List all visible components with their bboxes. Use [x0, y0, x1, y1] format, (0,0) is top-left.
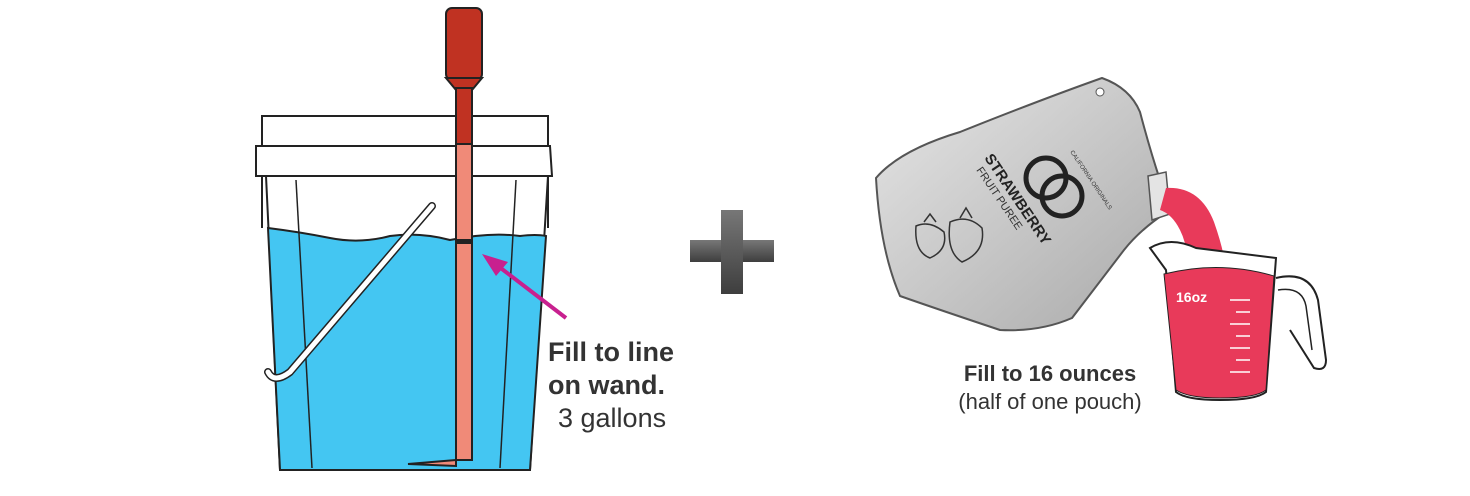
pouch-instruction-text: Fill to 16 ounces [963, 361, 1137, 386]
plus-icon [690, 210, 774, 294]
bucket-water [266, 226, 548, 471]
pointer-arrow [482, 254, 568, 320]
pouch-instruction: Fill to 16 ounces (half of one pouch) [900, 360, 1200, 416]
wand-shaft [455, 143, 473, 461]
wand-instruction-line1: Fill to line [548, 337, 674, 367]
wand [407, 7, 485, 468]
brand-logo-icon [1023, 155, 1085, 219]
wand-volume: 3 gallons [558, 403, 667, 433]
cup-handle [1275, 275, 1328, 370]
puree-pouch [874, 76, 1171, 332]
pouch-note: (half of one pouch) [958, 389, 1142, 414]
strawberry-icon [915, 206, 984, 263]
wand-instruction: Fill to line on wand. 3 gallons [548, 336, 728, 435]
bucket [255, 115, 554, 471]
cup-measure-label: 16oz [1176, 289, 1207, 305]
wand-grip [445, 7, 483, 81]
cup-marks [1230, 299, 1250, 373]
wand-fill-line [456, 239, 472, 244]
wand-instruction-line2: on wand. [548, 370, 665, 400]
measuring-cup [1148, 241, 1328, 402]
